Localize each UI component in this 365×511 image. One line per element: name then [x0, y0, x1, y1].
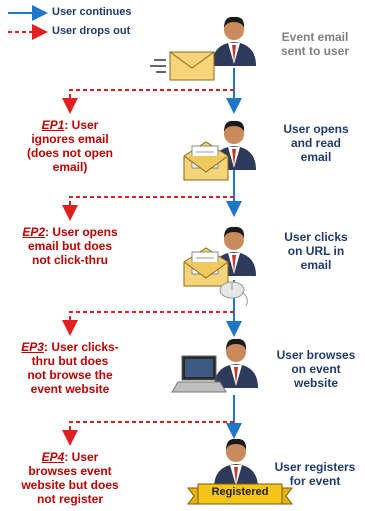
person-icon: [212, 16, 256, 66]
person-icon: [214, 438, 258, 488]
dropout-line-ep1: [62, 89, 234, 114]
dropout-line-ep2: [62, 196, 234, 221]
registered-badge-label: Registered: [211, 486, 269, 498]
legend-continue-label: User continues: [52, 6, 132, 18]
legend-drop-label: User drops out: [52, 25, 131, 37]
dropout-line-ep3: [62, 311, 234, 336]
dropout-line-ep4: [62, 421, 234, 446]
envelope-icon: [150, 51, 215, 81]
open-envelope-icon: [183, 141, 229, 181]
laptop-icon: [171, 355, 227, 393]
person-icon: [214, 338, 258, 388]
mouse-icon: [219, 281, 248, 307]
registered-ribbon-icon: [187, 483, 293, 505]
person-icon: [212, 226, 256, 276]
open-envelope-icon: [183, 247, 229, 287]
